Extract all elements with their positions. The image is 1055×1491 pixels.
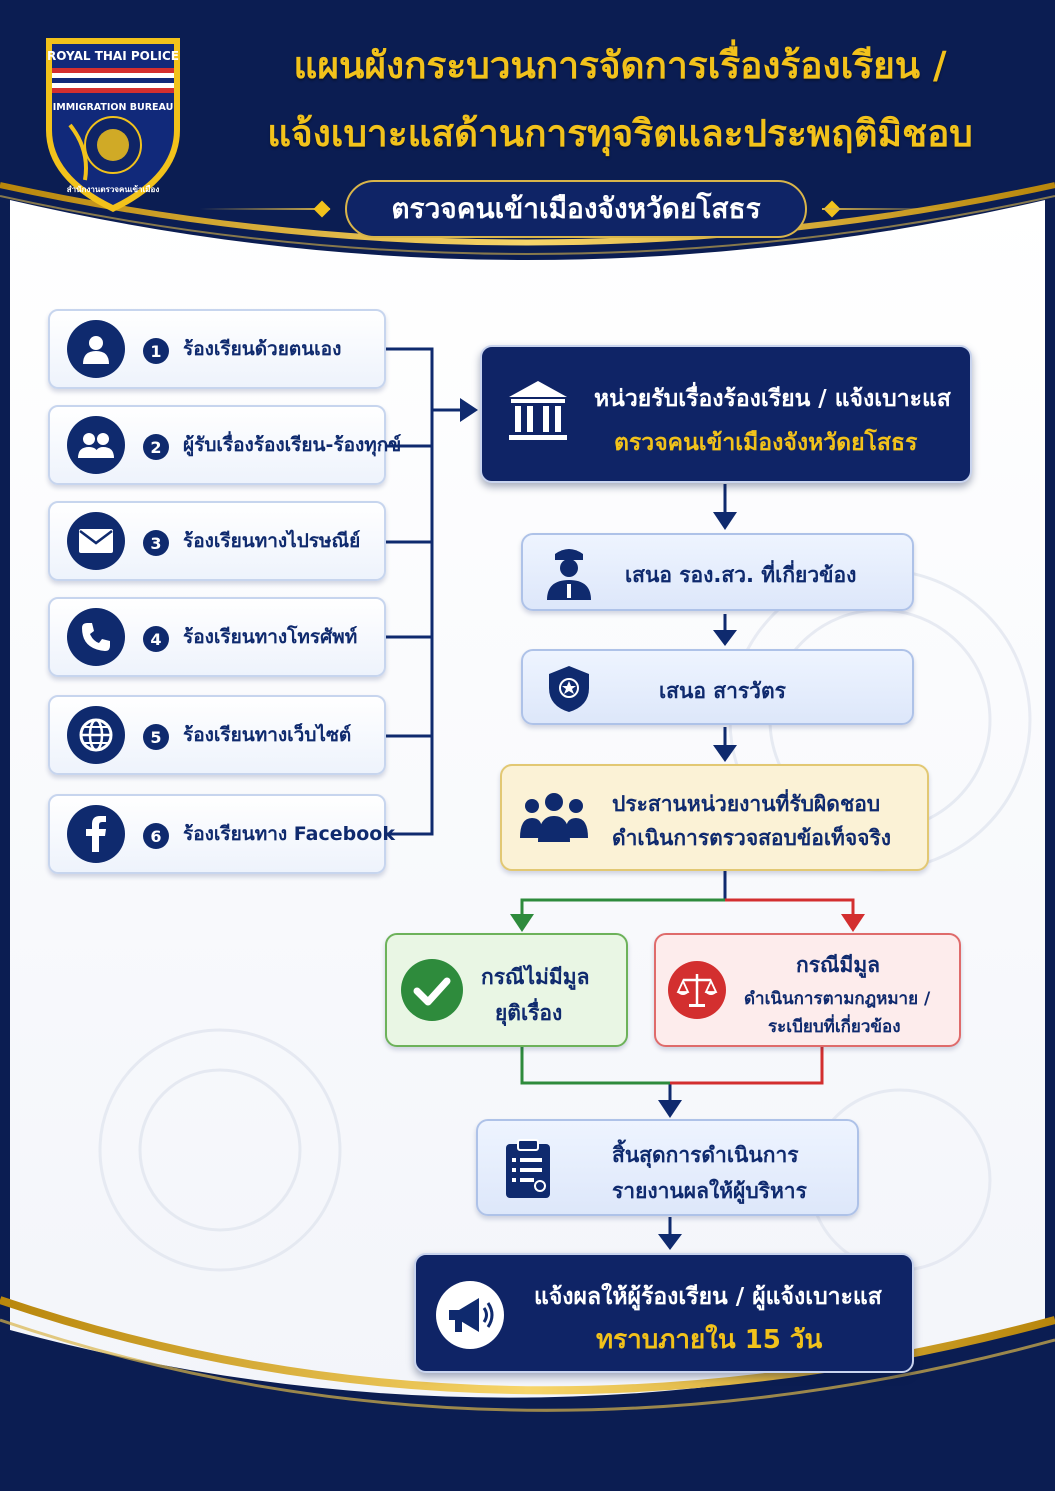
coordinate-line-2: ดำเนินการตรวจสอบข้อเท็จจริง [612, 826, 892, 850]
receiver-title: หน่วยรับเรื่องร้องเรียน / แจ้งเบาะแส [594, 386, 951, 412]
badge-arc-text: IMMIGRATION BUREAU [53, 102, 174, 113]
merit-title: กรณีมีมูล [796, 953, 881, 977]
step-label: เสนอ สารวัตร [659, 679, 786, 703]
case-merit-box: กรณีมีมูล ดำเนินการตามกฎหมาย / ระเบียบที… [654, 933, 961, 1047]
channel-label: ผู้รับเรื่องร้องเรียน-ร้องทุกข์ [183, 434, 402, 456]
channel-card-post: 3 ร้องเรียนทางไปรษณีย์ [48, 501, 386, 581]
facebook-icon [67, 805, 125, 863]
clipboard-icon [500, 1135, 556, 1203]
page-title-line-1: แผนผังกระบวนการจัดการเรื่องร้องเรียน / [293, 44, 947, 87]
channel-label: ร้องเรียนทางโทรศัพท์ [183, 626, 358, 648]
no-merit-title: กรณีไม่มีมูล [481, 965, 590, 989]
step-coordinate: ประสานหน่วยงานที่รับผิดชอบ ดำเนินการตรวจ… [500, 764, 929, 871]
channel-label: ร้องเรียนทางเว็บไซต์ [183, 724, 352, 746]
notify-line-1: แจ้งผลให้ผู้ร้องเรียน / ผู้แจ้งเบาะแส [534, 1284, 882, 1310]
channel-card-complaint-receiver: 2 ผู้รับเรื่องร้องเรียน-ร้องทุกข์ [48, 405, 401, 485]
channel-number: 4 [143, 626, 169, 652]
channel-card-phone: 4 ร้องเรียนทางโทรศัพท์ [48, 597, 386, 677]
step-end-report: สิ้นสุดการดำเนินการ รายงานผลให้ผู้บริหาร [476, 1119, 859, 1216]
notify-deadline: ทราบภายใน 15 วัน [596, 1325, 823, 1355]
phone-icon [67, 608, 125, 666]
receiver-box: หน่วยรับเรื่องร้องเรียน / แจ้งเบาะแส ตรว… [480, 345, 972, 483]
channel-number: 6 [143, 823, 169, 849]
step-propose-deputy: เสนอ รอง.สว. ที่เกี่ยวข้อง [521, 533, 914, 611]
subtitle-divider-left [200, 208, 330, 210]
channel-card-in-person: 1 ร้องเรียนด้วยตนเอง [48, 309, 386, 389]
channel-card-website: 5 ร้องเรียนทางเว็บไซต์ [48, 695, 386, 775]
coordinate-line-1: ประสานหน่วยงานที่รับผิดชอบ [612, 792, 881, 816]
immigration-badge-logo: ROYAL THAI POLICE IMMIGRATION BUREAU สำน… [46, 38, 180, 212]
subtitle-text: ตรวจคนเข้าเมืองจังหวัดยโสธร [391, 192, 761, 225]
channel-label: ร้องเรียนทาง Facebook [183, 823, 395, 845]
end-line-2: รายงานผลให้ผู้บริหาร [612, 1179, 807, 1203]
receiver-subtitle: ตรวจคนเข้าเมืองจังหวัดยโสธร [614, 430, 918, 456]
scales-of-justice-icon [666, 959, 728, 1021]
badge-top-text: ROYAL THAI POLICE [47, 49, 179, 63]
government-building-icon [506, 377, 570, 447]
check-circle-icon [399, 957, 465, 1023]
merit-line-1: ดำเนินการตามกฎหมาย / [744, 989, 931, 1009]
envelope-icon [67, 512, 125, 570]
person-icon [67, 320, 125, 378]
police-officer-icon [541, 543, 597, 603]
team-icon [516, 786, 592, 848]
channel-label: ร้องเรียนทางไปรษณีย์ [183, 530, 361, 552]
channel-number: 5 [143, 724, 169, 750]
subtitle-pill: ตรวจคนเข้าเมืองจังหวัดยโสธร [345, 180, 807, 238]
step-propose-inspector: เสนอ สารวัตร [521, 649, 914, 725]
channel-number: 1 [143, 338, 169, 364]
no-merit-result: ยุติเรื่อง [495, 1001, 563, 1025]
group-icon [67, 416, 125, 474]
step-label: เสนอ รอง.สว. ที่เกี่ยวข้อง [625, 563, 857, 587]
channel-label: ร้องเรียนด้วยตนเอง [183, 338, 342, 360]
police-shield-icon [541, 661, 597, 717]
case-no-merit-box: กรณีไม่มีมูล ยุติเรื่อง [385, 933, 628, 1047]
notify-result-box: แจ้งผลให้ผู้ร้องเรียน / ผู้แจ้งเบาะแส ทร… [414, 1253, 914, 1373]
merit-line-2: ระเบียบที่เกี่ยวข้อง [768, 1017, 901, 1037]
globe-icon [67, 706, 125, 764]
end-line-1: สิ้นสุดการดำเนินการ [612, 1143, 799, 1167]
channel-card-facebook: 6 ร้องเรียนทาง Facebook [48, 794, 395, 874]
badge-bottom-text: สำนักงานตรวจคนเข้าเมือง [67, 184, 160, 194]
channel-number: 2 [143, 434, 169, 460]
channel-number: 3 [143, 530, 169, 556]
megaphone-icon [434, 1279, 506, 1351]
subtitle-divider-right [822, 208, 952, 210]
page-title-line-2: แจ้งเบาะแสด้านการทุจริตและประพฤติมิชอบ [267, 112, 973, 155]
